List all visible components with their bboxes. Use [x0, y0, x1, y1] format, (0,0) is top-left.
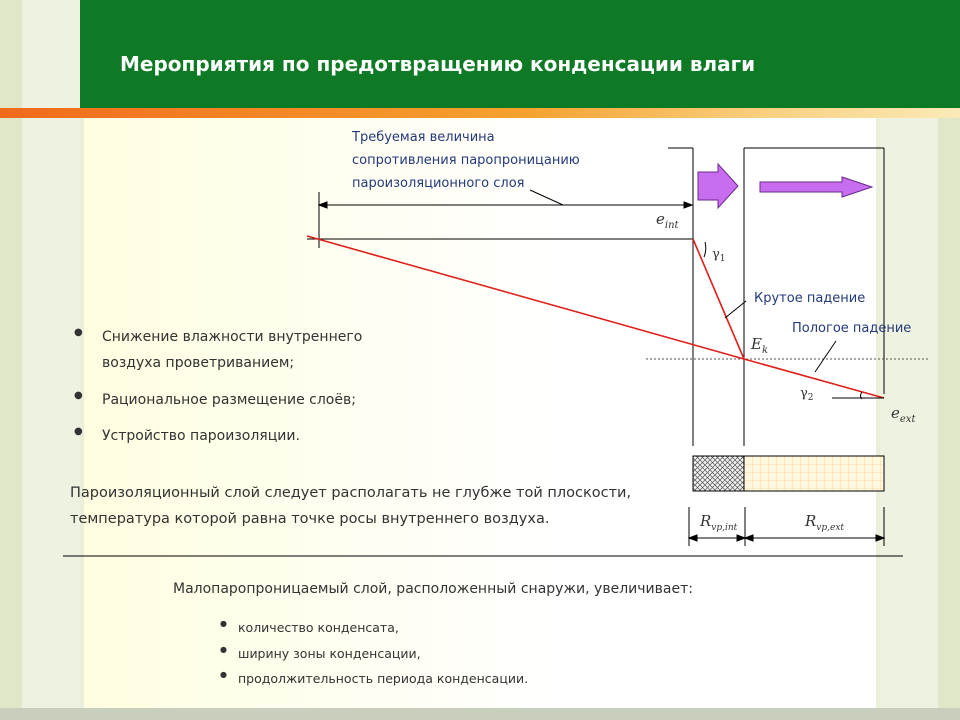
label-gentle-drop: Пологое падение: [792, 321, 912, 336]
vapor-flow-arrow-inner: [697, 162, 739, 210]
bullet-dot: ●: [74, 390, 83, 401]
bullet-text: Снижение влажности внутреннего: [102, 329, 363, 345]
vapor-pressure-lines: [306, 235, 885, 399]
annotation-required-3: пароизоляционного слоя: [352, 176, 525, 191]
bullet-dot: ●: [74, 426, 83, 437]
label-e-ext: eext: [891, 404, 916, 425]
label-R-ext: Rvp,ext: [804, 512, 844, 533]
bullet-text: Рациональное размещение слоёв;: [102, 392, 356, 408]
bullet-dot: ●: [220, 619, 227, 628]
label-gamma1: γ1: [712, 247, 726, 264]
lower-bullet-text: ширину зоны конденсации,: [238, 646, 421, 661]
resistance-dimensions: [687, 507, 886, 546]
slide-title: Мероприятия по предотвращению конденсаци…: [120, 52, 756, 76]
label-gamma2: γ2: [800, 386, 814, 403]
header-bar: [80, 0, 960, 108]
bullet-text: Устройство пароизоляции.: [102, 428, 300, 444]
paragraph-line: Пароизоляционный слой следует располагат…: [70, 485, 632, 501]
bullet-dot: ●: [220, 645, 227, 654]
lower-bullet-text: продолжительность периода конденсации.: [238, 671, 529, 686]
wall-outline: [668, 147, 885, 446]
accent-stripe: [0, 108, 960, 118]
lower-bullet-text: количество конденсата,: [238, 620, 399, 635]
angle-marks: [703, 241, 884, 400]
vapor-barrier-layer: [692, 455, 745, 492]
label-Ek: Ek: [750, 335, 768, 356]
label-e-int: eint: [656, 210, 680, 231]
bullet-dot: ●: [220, 670, 227, 679]
label-steep-drop: Крутое падение: [754, 291, 866, 306]
annotation-required-2: сопротивления паропроницанию: [352, 153, 580, 168]
lower-heading: Малопаропроницаемый слой, расположенный …: [173, 581, 693, 597]
insulation-layer: [743, 455, 885, 492]
bullet-text: воздуха проветриванием;: [102, 355, 295, 371]
label-R-int: Rvp,int: [699, 512, 738, 533]
required-resistance-dimension: [307, 189, 694, 248]
paragraph-line: температура которой равна точке росы вну…: [70, 511, 550, 527]
vapor-flow-arrow-outer: [759, 176, 874, 198]
bullet-dot: ●: [74, 327, 83, 338]
annotation-required-1: Требуемая величина: [352, 130, 495, 145]
